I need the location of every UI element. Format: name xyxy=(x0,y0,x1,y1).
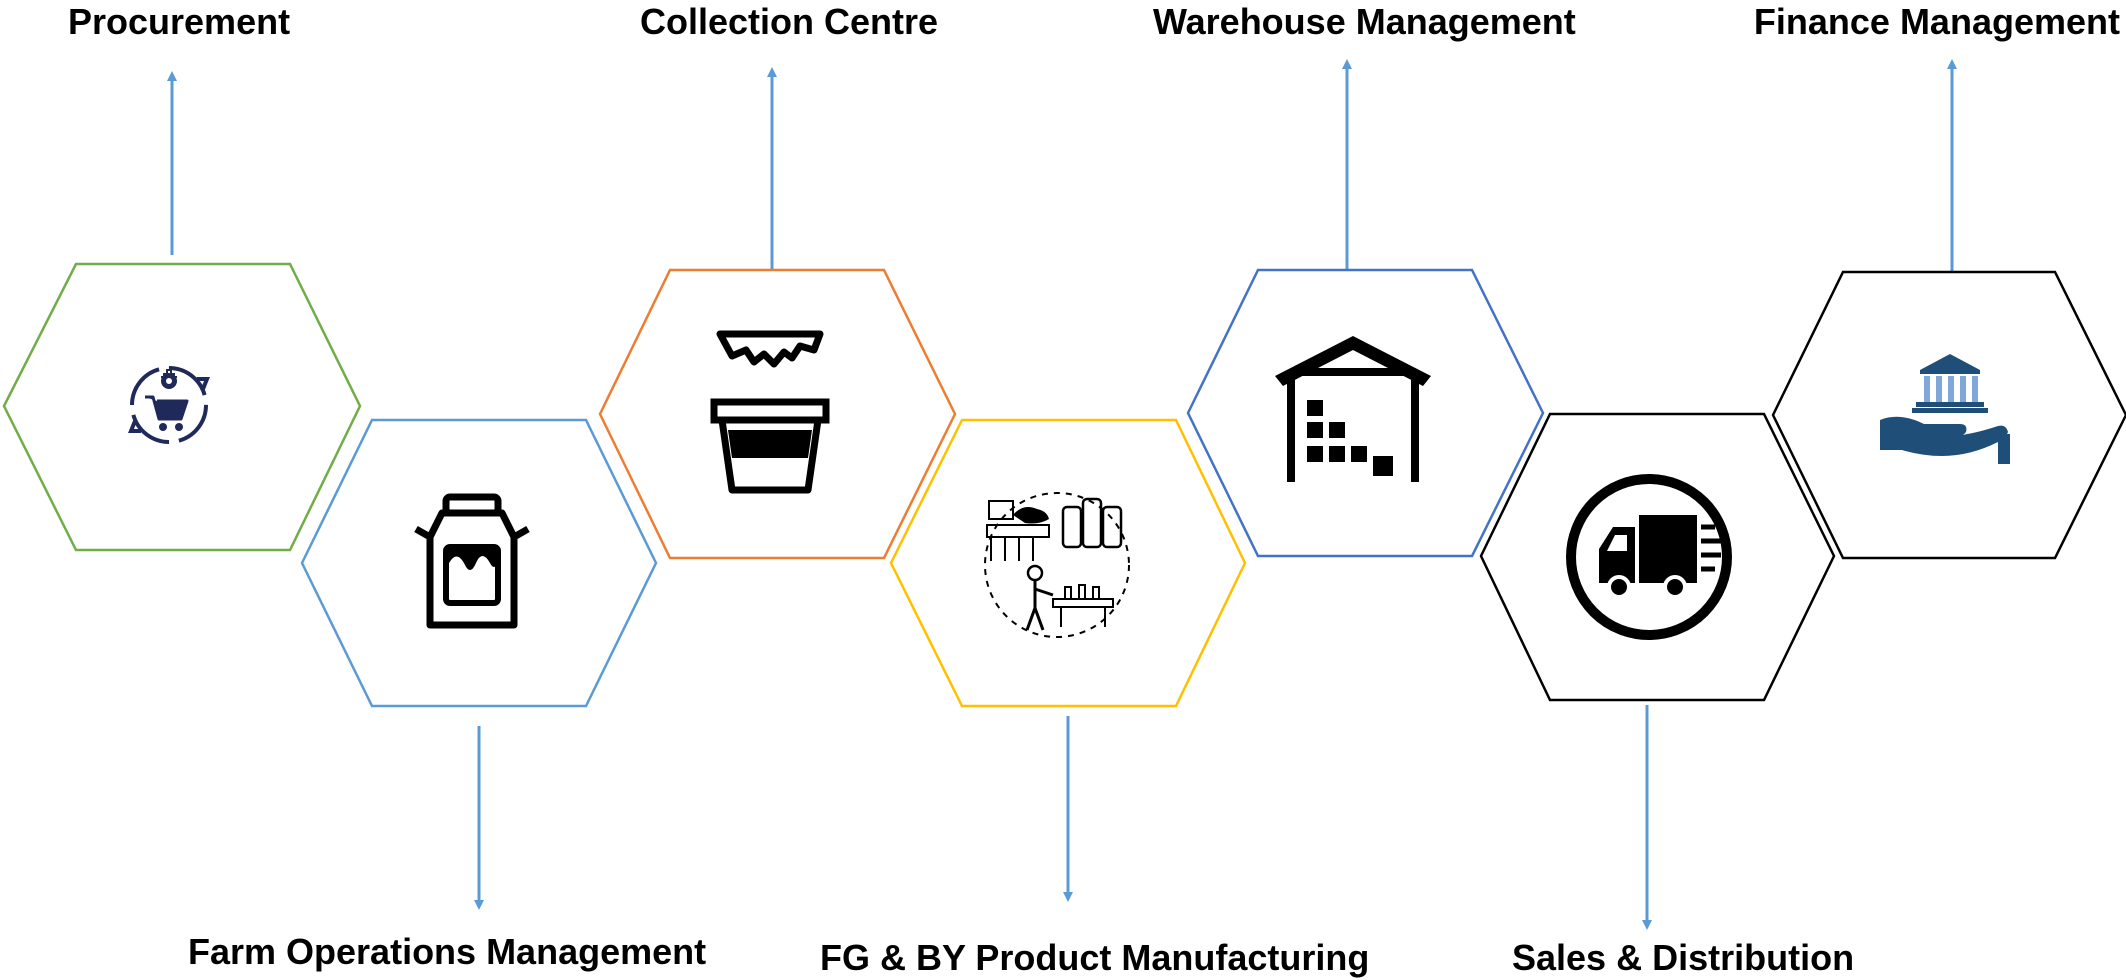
dairy-manufacturing-icon xyxy=(984,492,1130,638)
warehouse-icon xyxy=(1275,336,1431,482)
label-procurement: Procurement xyxy=(68,1,291,42)
hexagon-finance xyxy=(1771,270,2126,560)
label-fg-by-product: FG & BY Product Manufacturing xyxy=(820,937,1370,978)
hexagon-warehouse xyxy=(1186,268,1545,558)
label-warehouse: Warehouse Management xyxy=(1153,1,1576,42)
hexagon-fg-by-product xyxy=(889,418,1247,708)
label-sales-distribution: Sales & Distribution xyxy=(1512,937,1855,978)
bank-hand-icon xyxy=(1880,354,2010,464)
label-farm-operations: Farm Operations Management xyxy=(188,931,707,972)
hexagon-farm-operations xyxy=(300,418,658,708)
delivery-truck-icon xyxy=(1566,474,1732,640)
hexagon-collection-centre xyxy=(598,268,957,560)
label-finance: Finance Management xyxy=(1753,1,2120,42)
milk-can-icon xyxy=(414,493,530,629)
milk-bucket-icon xyxy=(710,330,830,494)
cart-gear-cycle-icon xyxy=(128,366,210,444)
label-collection-centre: Collection Centre xyxy=(640,1,939,42)
